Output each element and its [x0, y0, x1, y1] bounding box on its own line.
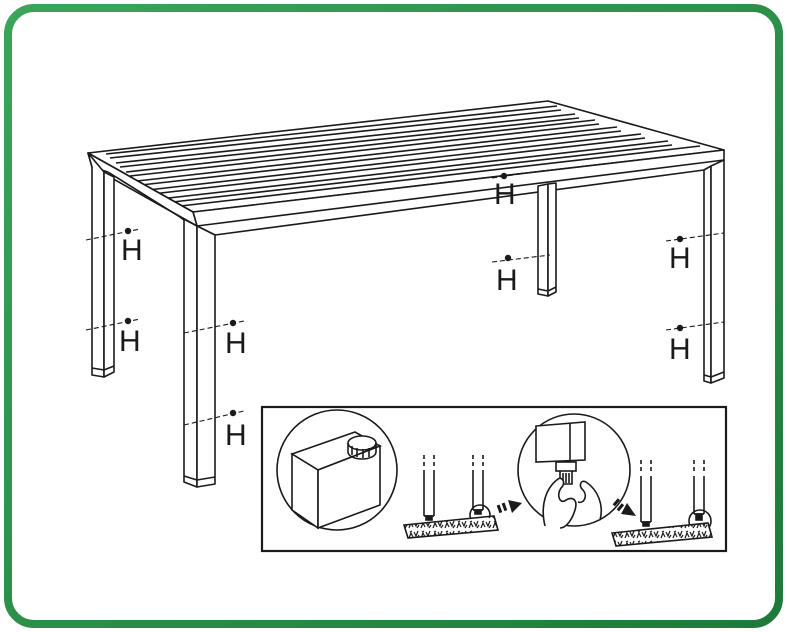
screw-label-h: H	[669, 333, 691, 366]
screw-label-h: H	[119, 325, 141, 358]
screw-label-h: H	[494, 178, 516, 211]
screw-icon	[229, 409, 237, 417]
screw-icon	[676, 235, 684, 243]
screw-icon	[124, 227, 132, 235]
arrow-right-icon	[496, 500, 522, 514]
screw-icon	[500, 172, 508, 180]
table-drawing	[87, 100, 725, 488]
leg-back-right	[537, 183, 549, 297]
screw-label-h: H	[225, 327, 247, 360]
screw-icon	[229, 319, 237, 327]
arrow-down-right-icon	[612, 498, 636, 516]
screw-icon	[676, 324, 684, 332]
foot-adjustment-inset	[260, 405, 728, 553]
screw-icon	[124, 317, 132, 325]
detail-leg-foot	[276, 409, 398, 531]
screw-icon	[504, 254, 512, 262]
screw-label-h: H	[669, 242, 691, 275]
screw-dots	[124, 172, 684, 417]
detail-legs-level	[610, 460, 714, 547]
page-border	[4, 4, 783, 628]
screw-label-h: H	[225, 419, 247, 452]
leg-front-left	[179, 216, 198, 488]
leg-front-right	[703, 165, 712, 384]
detail-legs-uneven	[402, 455, 500, 539]
leg-back-left	[87, 152, 105, 378]
screw-label-h: H	[496, 264, 518, 297]
detail-hand-adjust	[517, 413, 631, 529]
screw-label-h: H	[121, 234, 143, 267]
